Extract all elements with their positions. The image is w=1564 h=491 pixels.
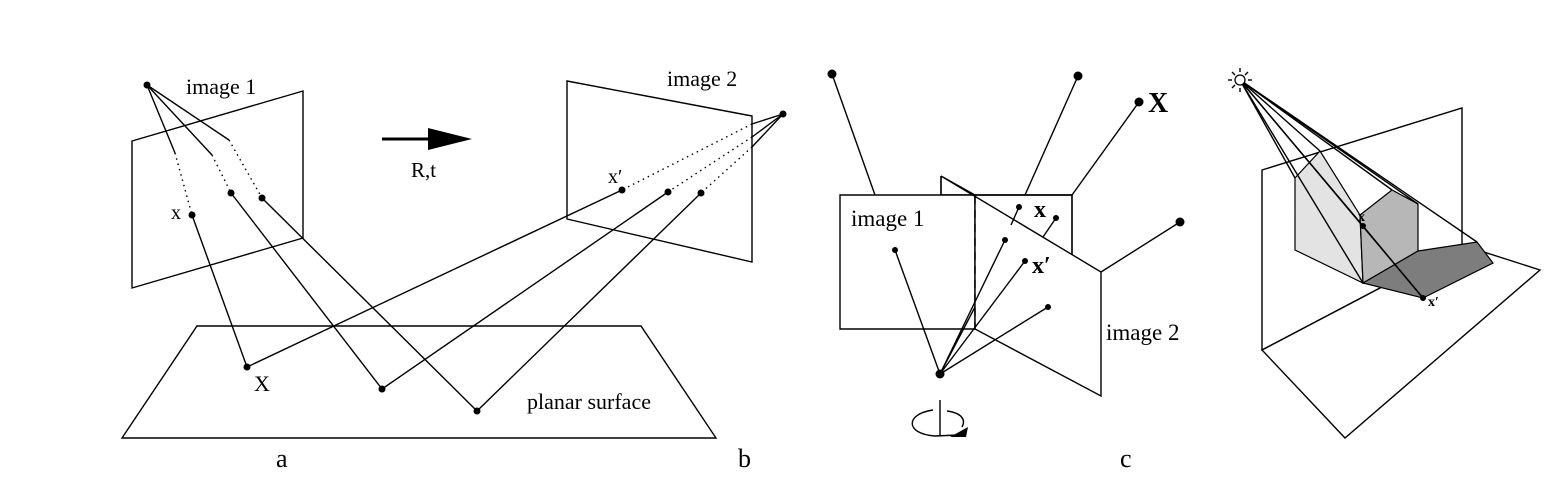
camera2-rays	[246, 113, 784, 412]
xprime-label: x′	[1032, 253, 1051, 279]
rotation-icon	[911, 400, 968, 437]
image-point-xprime	[1022, 258, 1028, 264]
scene-point	[1073, 71, 1083, 81]
image-point	[1053, 215, 1059, 221]
image-point	[1045, 304, 1051, 310]
surface-label: planar surface	[527, 389, 651, 414]
image-point	[1002, 237, 1008, 243]
panel-ab: image 1 image 2 R,t x x′ X planar surfac…	[120, 66, 787, 473]
xprime-label: x′	[1428, 295, 1439, 310]
camera2-center	[779, 110, 787, 118]
image-point	[258, 194, 266, 202]
scene-point-X	[1134, 97, 1144, 107]
world-point	[378, 385, 386, 393]
image1-label: image 1	[851, 206, 924, 231]
image-point	[892, 247, 898, 253]
image-point	[664, 188, 672, 196]
panel-d: x x′	[1228, 68, 1542, 439]
image-point	[227, 189, 235, 197]
image2-label: image 2	[1106, 320, 1179, 345]
X-label: X	[254, 371, 270, 396]
image-point	[697, 189, 705, 197]
X-label: X	[1148, 88, 1168, 119]
caption-b: b	[738, 444, 751, 473]
image2-plane	[940, 175, 1102, 398]
box-face-mid	[1359, 189, 1419, 285]
scene-rays	[831, 73, 1181, 273]
camera1-rays	[146, 84, 478, 412]
motion-arrow-icon	[382, 128, 472, 150]
camera-center	[935, 369, 945, 379]
sun-icon	[1228, 68, 1252, 92]
image-point-x	[188, 211, 196, 219]
caption-c: c	[1120, 444, 1132, 473]
light-rays	[1239, 79, 1478, 299]
motion-label: R,t	[411, 158, 436, 182]
planar-surface	[120, 325, 718, 439]
image-point-x	[1360, 223, 1366, 229]
image-point-xprime	[618, 186, 626, 194]
image2-plane	[566, 80, 753, 263]
world-point	[473, 407, 481, 415]
world-point-X	[243, 363, 251, 371]
x-label: x	[1034, 197, 1046, 223]
shadow-face-dark	[1361, 241, 1494, 299]
camera-rays	[894, 239, 1049, 375]
image-point-xprime	[1420, 295, 1426, 301]
xprime-label: x′	[608, 166, 622, 188]
panel-c: image 1 image 2 X x x′ c	[827, 69, 1185, 473]
image1-label: image 1	[186, 74, 256, 99]
image2-label: image 2	[667, 66, 737, 91]
x-label: x	[1358, 210, 1365, 225]
image1-plane	[131, 90, 304, 289]
x-label: x	[171, 202, 181, 224]
caption-a: a	[276, 444, 288, 473]
camera1-center	[143, 81, 151, 89]
scene-point	[827, 69, 837, 79]
scene-point	[1175, 217, 1185, 227]
image-point-x	[1016, 204, 1022, 210]
